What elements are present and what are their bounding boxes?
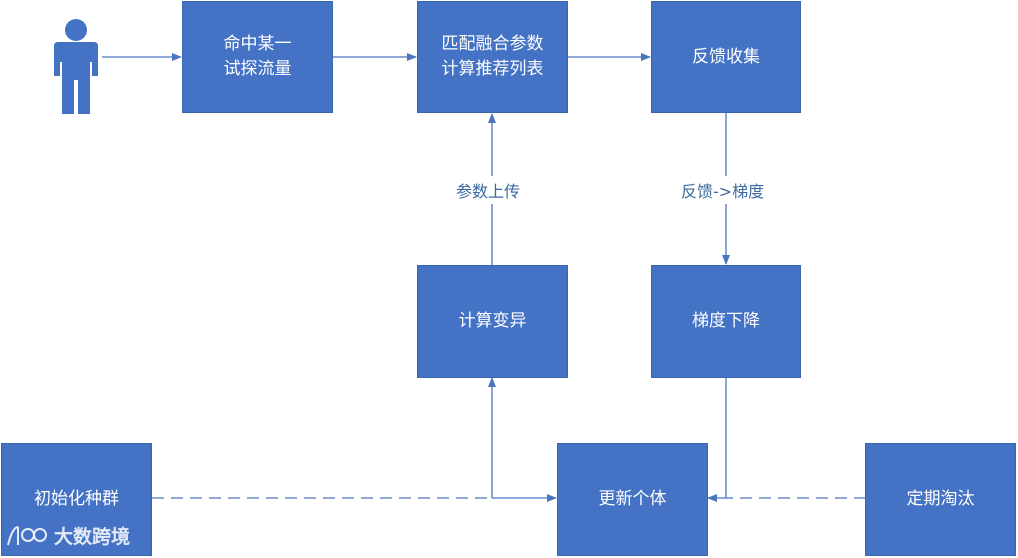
watermark: 大数跨境 [6,522,130,549]
edge-label-param-upload: 参数上传 [452,176,525,204]
edge-gradient-to-update [707,378,727,502]
node-update-individual: 更新个体 [557,443,708,556]
node-periodic-elimination-label: 定期淘汰 [906,489,975,509]
node-update-individual-label: 更新个体 [598,489,667,509]
edge-label-feedback-gradient: 反馈->梯度 [677,176,769,204]
node-match-params-label: 匹配融合参数 计算推荐列表 [441,34,544,79]
node-periodic-elimination: 定期淘汰 [865,443,1016,556]
user-icon [54,19,98,114]
node-gradient-descent-label: 梯度下降 [692,311,760,331]
node-init-population-label: 初始化种群 [34,489,119,509]
node-gradient-descent: 梯度下降 [651,265,801,378]
node-trial-traffic: 命中某一 试探流量 [182,1,333,113]
node-trial-traffic-label: 命中某一 试探流量 [223,34,292,79]
node-init-population: 初始化种群 [1,443,152,556]
node-compute-mutation: 计算变异 [417,265,568,378]
node-feedback-collect: 反馈收集 [651,1,801,113]
watermark-logo-icon [7,525,47,545]
node-feedback-collect-label: 反馈收集 [692,46,760,67]
watermark-text: 大数跨境 [54,526,131,548]
node-compute-mutation-label: 计算变异 [458,311,527,331]
node-match-params: 匹配融合参数 计算推荐列表 [417,1,568,113]
